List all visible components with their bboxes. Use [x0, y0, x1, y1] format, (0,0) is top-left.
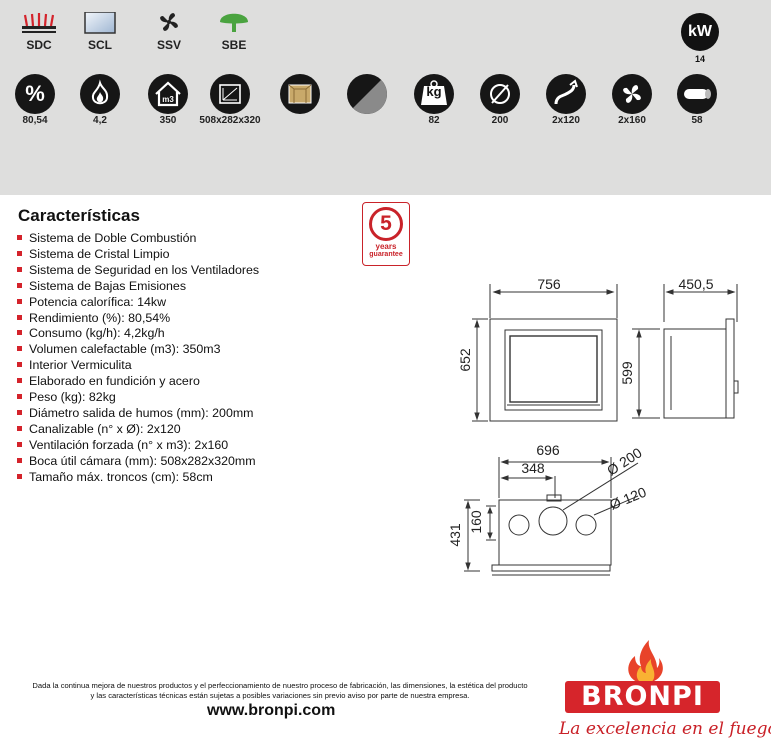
feature-scl: SCL [77, 11, 123, 52]
spec-consumption: 4,2 [65, 74, 135, 126]
side-height-label: 599 [619, 361, 635, 385]
list-item: Canalizable (n° x Ø): 2x120 [17, 422, 259, 438]
power-value: 14 [694, 54, 705, 64]
kw-icon: kW [681, 13, 719, 51]
flame-consumption-icon [80, 74, 120, 114]
bronpi-logo: BRONPI La excelencia en el fuego [555, 640, 771, 744]
fan-icon [612, 74, 652, 114]
front-view [472, 284, 618, 422]
top-view [464, 457, 639, 576]
flames-icon [20, 12, 58, 34]
spec-ventilation: 2x160 [597, 74, 667, 126]
front-height-label: 652 [457, 348, 473, 372]
diameter-icon [480, 74, 520, 114]
characteristics-title: Características [18, 206, 140, 225]
vermiculite-icon [280, 74, 320, 114]
feature-label: SCL [88, 38, 112, 52]
list-item: Consumo (kg/h): 4,2kg/h [17, 326, 259, 342]
flue-diameter-label: Ø 200 [604, 444, 645, 478]
power-badge: kW 14 [680, 13, 720, 64]
warranty-badge: 5 years guarantee [362, 202, 410, 266]
feature-sbe: SBE [211, 12, 257, 52]
list-item: Boca útil cámara (mm): 508x282x320mm [17, 454, 259, 470]
feature-label: SSV [156, 38, 181, 52]
spec-vermiculite [265, 74, 335, 115]
list-item: Diámetro salida de humos (mm): 200mm [17, 406, 259, 422]
characteristics-list: Sistema de Doble Combustión Sistema de C… [17, 231, 259, 486]
brand-name: BRONPI [565, 681, 720, 713]
spec-chamber: 508x282x320 [195, 74, 265, 126]
feature-label: SDC [26, 38, 52, 52]
list-item: Sistema de Cristal Limpio [17, 247, 259, 263]
fan-icon [150, 12, 188, 34]
spec-flue: 200 [465, 74, 535, 126]
log-icon [677, 74, 717, 114]
warranty-number: 5 [369, 207, 403, 241]
top-width-label: 696 [536, 442, 560, 458]
slogan: La excelencia en el fuego [559, 719, 771, 739]
spec-material [332, 74, 402, 115]
feature-sdc: SDC [16, 12, 62, 52]
tree-icon [215, 12, 253, 34]
list-item: Volumen calefactable (m3): 350m3 [17, 342, 259, 358]
house-volume-icon: m3 [148, 74, 188, 114]
list-item: Ventilación forzada (n° x m3): 2x160 [17, 438, 259, 454]
list-item: Interior Vermiculita [17, 358, 259, 374]
flame-logo-icon [628, 640, 663, 684]
feature-ssv: SSV [146, 12, 192, 52]
technical-drawings: 756 450,5 652 599 696 348 431 160 Ø 200 … [447, 276, 739, 576]
top-half-label: 348 [521, 460, 545, 476]
list-item: Potencia calorífica: 14kw [17, 295, 259, 311]
list-item: Sistema de Seguridad en los Ventiladores [17, 263, 259, 279]
cast-iron-steel-icon [347, 74, 387, 114]
svg-text:m3: m3 [162, 95, 174, 104]
list-item: Sistema de Bajas Emisiones [17, 279, 259, 295]
list-item: Sistema de Doble Combustión [17, 231, 259, 247]
clean-glass-icon [81, 11, 119, 34]
disclaimer: Dada la continua mejora de nuestros prod… [32, 681, 528, 700]
spec-ducting: 2x120 [531, 74, 601, 126]
feature-label: SBE [221, 38, 247, 52]
chamber-dimensions-icon [210, 74, 250, 114]
spec-log-size: 58 [662, 74, 732, 126]
top-depth-label: 431 [447, 523, 463, 547]
list-item: Peso (kg): 82kg [17, 390, 259, 406]
side-view [632, 284, 739, 419]
front-width-label: 756 [537, 276, 561, 292]
spec-heated-volume: m3 350 [133, 74, 203, 126]
website-link[interactable]: www.bronpi.com [207, 702, 336, 719]
spec-weight: kg 82 [399, 74, 469, 126]
list-item: Elaborado en fundición y acero [17, 374, 259, 390]
list-item: Tamaño máx. troncos (cm): 58cm [17, 470, 259, 486]
spec-efficiency: % 80,54 [0, 74, 70, 126]
percent-icon: % [15, 74, 55, 114]
duct-diameter-label: Ø 120 [607, 484, 649, 513]
list-item: Rendimiento (%): 80,54% [17, 311, 259, 327]
weight-icon: kg [414, 74, 454, 114]
side-depth-label: 450,5 [678, 276, 713, 292]
ducting-icon [546, 74, 586, 114]
axis-height-label: 160 [468, 510, 484, 534]
